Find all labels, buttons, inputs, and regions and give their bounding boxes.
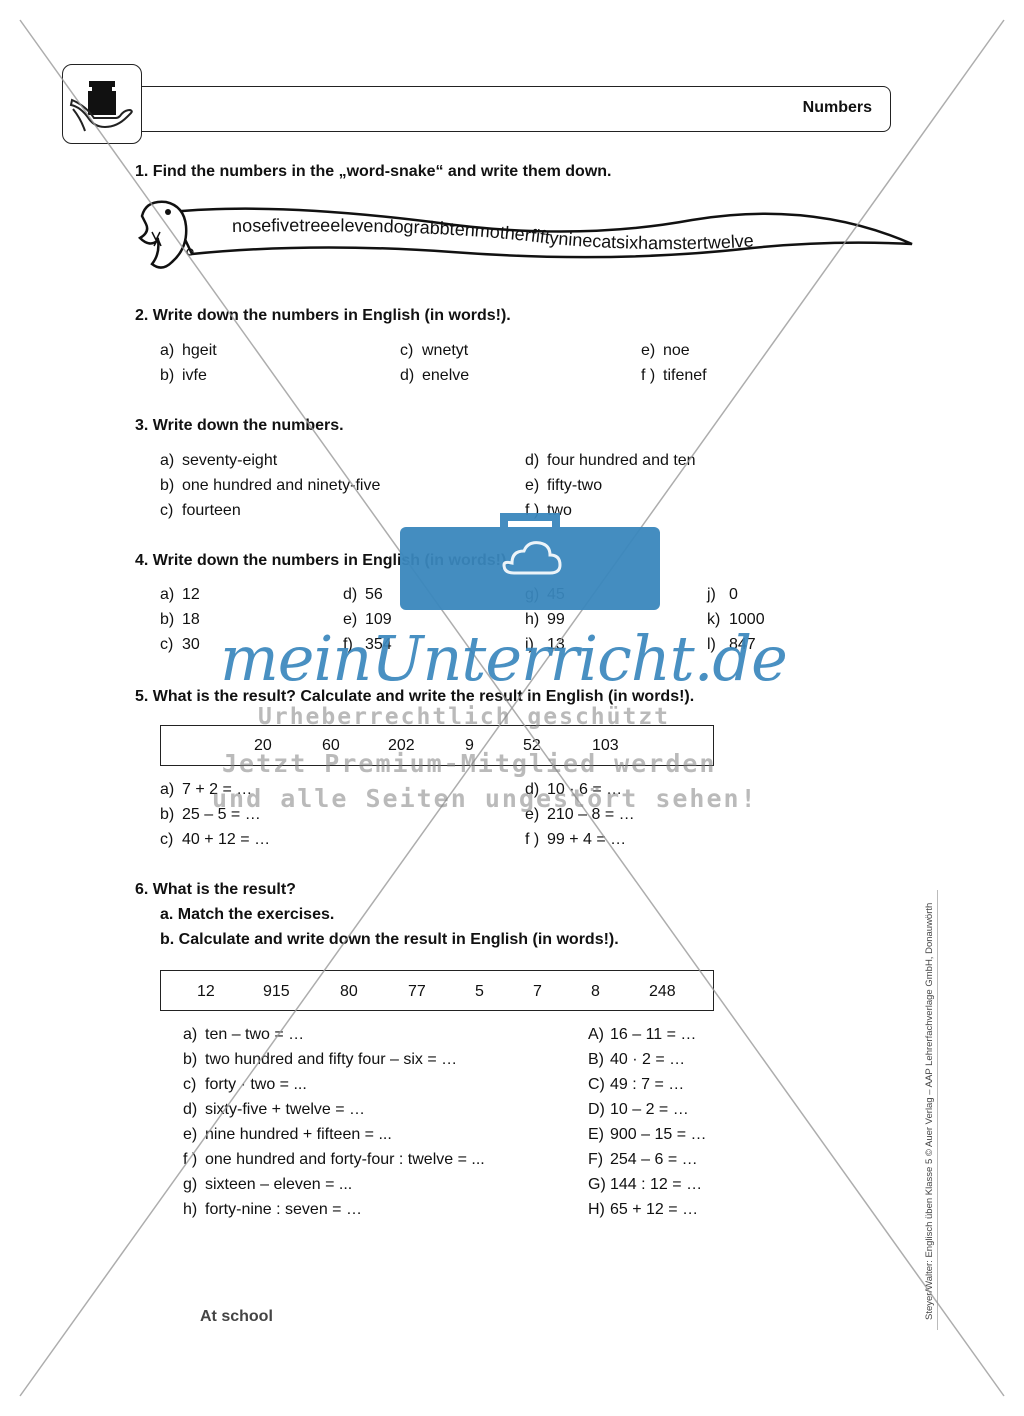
list-item: j)0 [707,586,738,603]
box-value: 80 [340,983,358,1000]
list-item: d)four hundred and ten [525,452,696,469]
list-item: f )one hundred and forty-four : twelve =… [183,1151,485,1168]
list-item: a)ten – two = … [183,1026,305,1043]
header-title-box: Numbers [141,86,891,132]
briefcase-cloud-icon [400,513,660,610]
footer-section: At school [200,1308,273,1325]
list-item: b)one hundred and ninety-five [160,477,381,494]
list-item: b)18 [160,611,200,628]
side-divider [937,890,938,1330]
list-item: b)ivfe [160,367,207,384]
list-item: c)forty · two = ... [183,1076,307,1093]
list-item: E)900 – 15 = … [588,1126,707,1143]
list-item: B)40 · 2 = … [588,1051,686,1068]
list-item: g)sixteen – eleven = ... [183,1176,353,1193]
list-item: b)two hundred and fifty four – six = … [183,1051,458,1068]
list-item: d)56 [343,586,383,603]
q3-title: 3. Write down the numbers. [135,417,344,434]
box-value: 77 [408,983,426,1000]
list-item: H)65 + 12 = … [588,1201,699,1218]
box-value: 915 [263,983,290,1000]
hand-with-weight-icon [69,81,133,132]
list-item: C)49 : 7 = … [588,1076,685,1093]
list-item: h)forty-nine : seven = … [183,1201,362,1218]
q6-sub-a: a. Match the exercises. [160,906,335,923]
box-value: 248 [649,983,676,1000]
watermark-line2: Jetzt Premium-Mitglied werden [222,749,717,778]
q6-number-box: 12 915 80 77 5 7 8 248 [160,970,714,1011]
list-item: c)30 [160,636,200,653]
page-title: Numbers [802,99,872,116]
list-item: D)10 – 2 = … [588,1101,689,1118]
list-item: a)seventy-eight [160,452,278,469]
list-item: F)254 – 6 = … [588,1151,698,1168]
q1-title: 1. Find the numbers in the „word-snake“ … [135,163,612,180]
snake-icon: nosefivetreeelevendograbbtenmotherfiftyn… [137,200,913,269]
q2-title: 2. Write down the numbers in English (in… [135,307,511,324]
q6-title: 6. What is the result? [135,881,296,898]
list-item: e)fifty-two [525,477,603,494]
list-item: f )tifenef [641,367,707,384]
list-item: d)sixty-five + twelve = … [183,1101,366,1118]
box-value: 8 [591,983,600,1000]
list-item: e)noe [641,342,690,359]
list-item: c)wnetyt [400,342,469,359]
list-item: a)hgeit [160,342,217,359]
list-item: c)40 + 12 = … [160,831,271,848]
list-item: A)16 – 11 = … [588,1026,697,1043]
watermark-line1: Urheberrechtlich geschützt [258,704,671,730]
list-item: d)enelve [400,367,470,384]
box-value: 7 [533,983,542,1000]
header-icon-box [62,64,142,144]
list-item: c)fourteen [160,502,241,519]
list-item: G)144 : 12 = … [588,1176,703,1193]
copyright-notice: Steyer/Walter: Englisch üben Klasse 5 © … [924,902,935,1320]
box-value: 5 [475,983,484,1000]
q6-sub-b: b. Calculate and write down the result i… [160,931,619,948]
list-item: f )99 + 4 = … [525,831,627,848]
list-item: e)nine hundred + fifteen = ... [183,1126,392,1143]
watermark-line3: und alle Seiten ungestört sehen! [212,784,758,813]
box-value: 12 [197,983,215,1000]
watermark-brand: meinUnterricht.de [220,622,788,695]
list-item: a)12 [160,586,200,603]
